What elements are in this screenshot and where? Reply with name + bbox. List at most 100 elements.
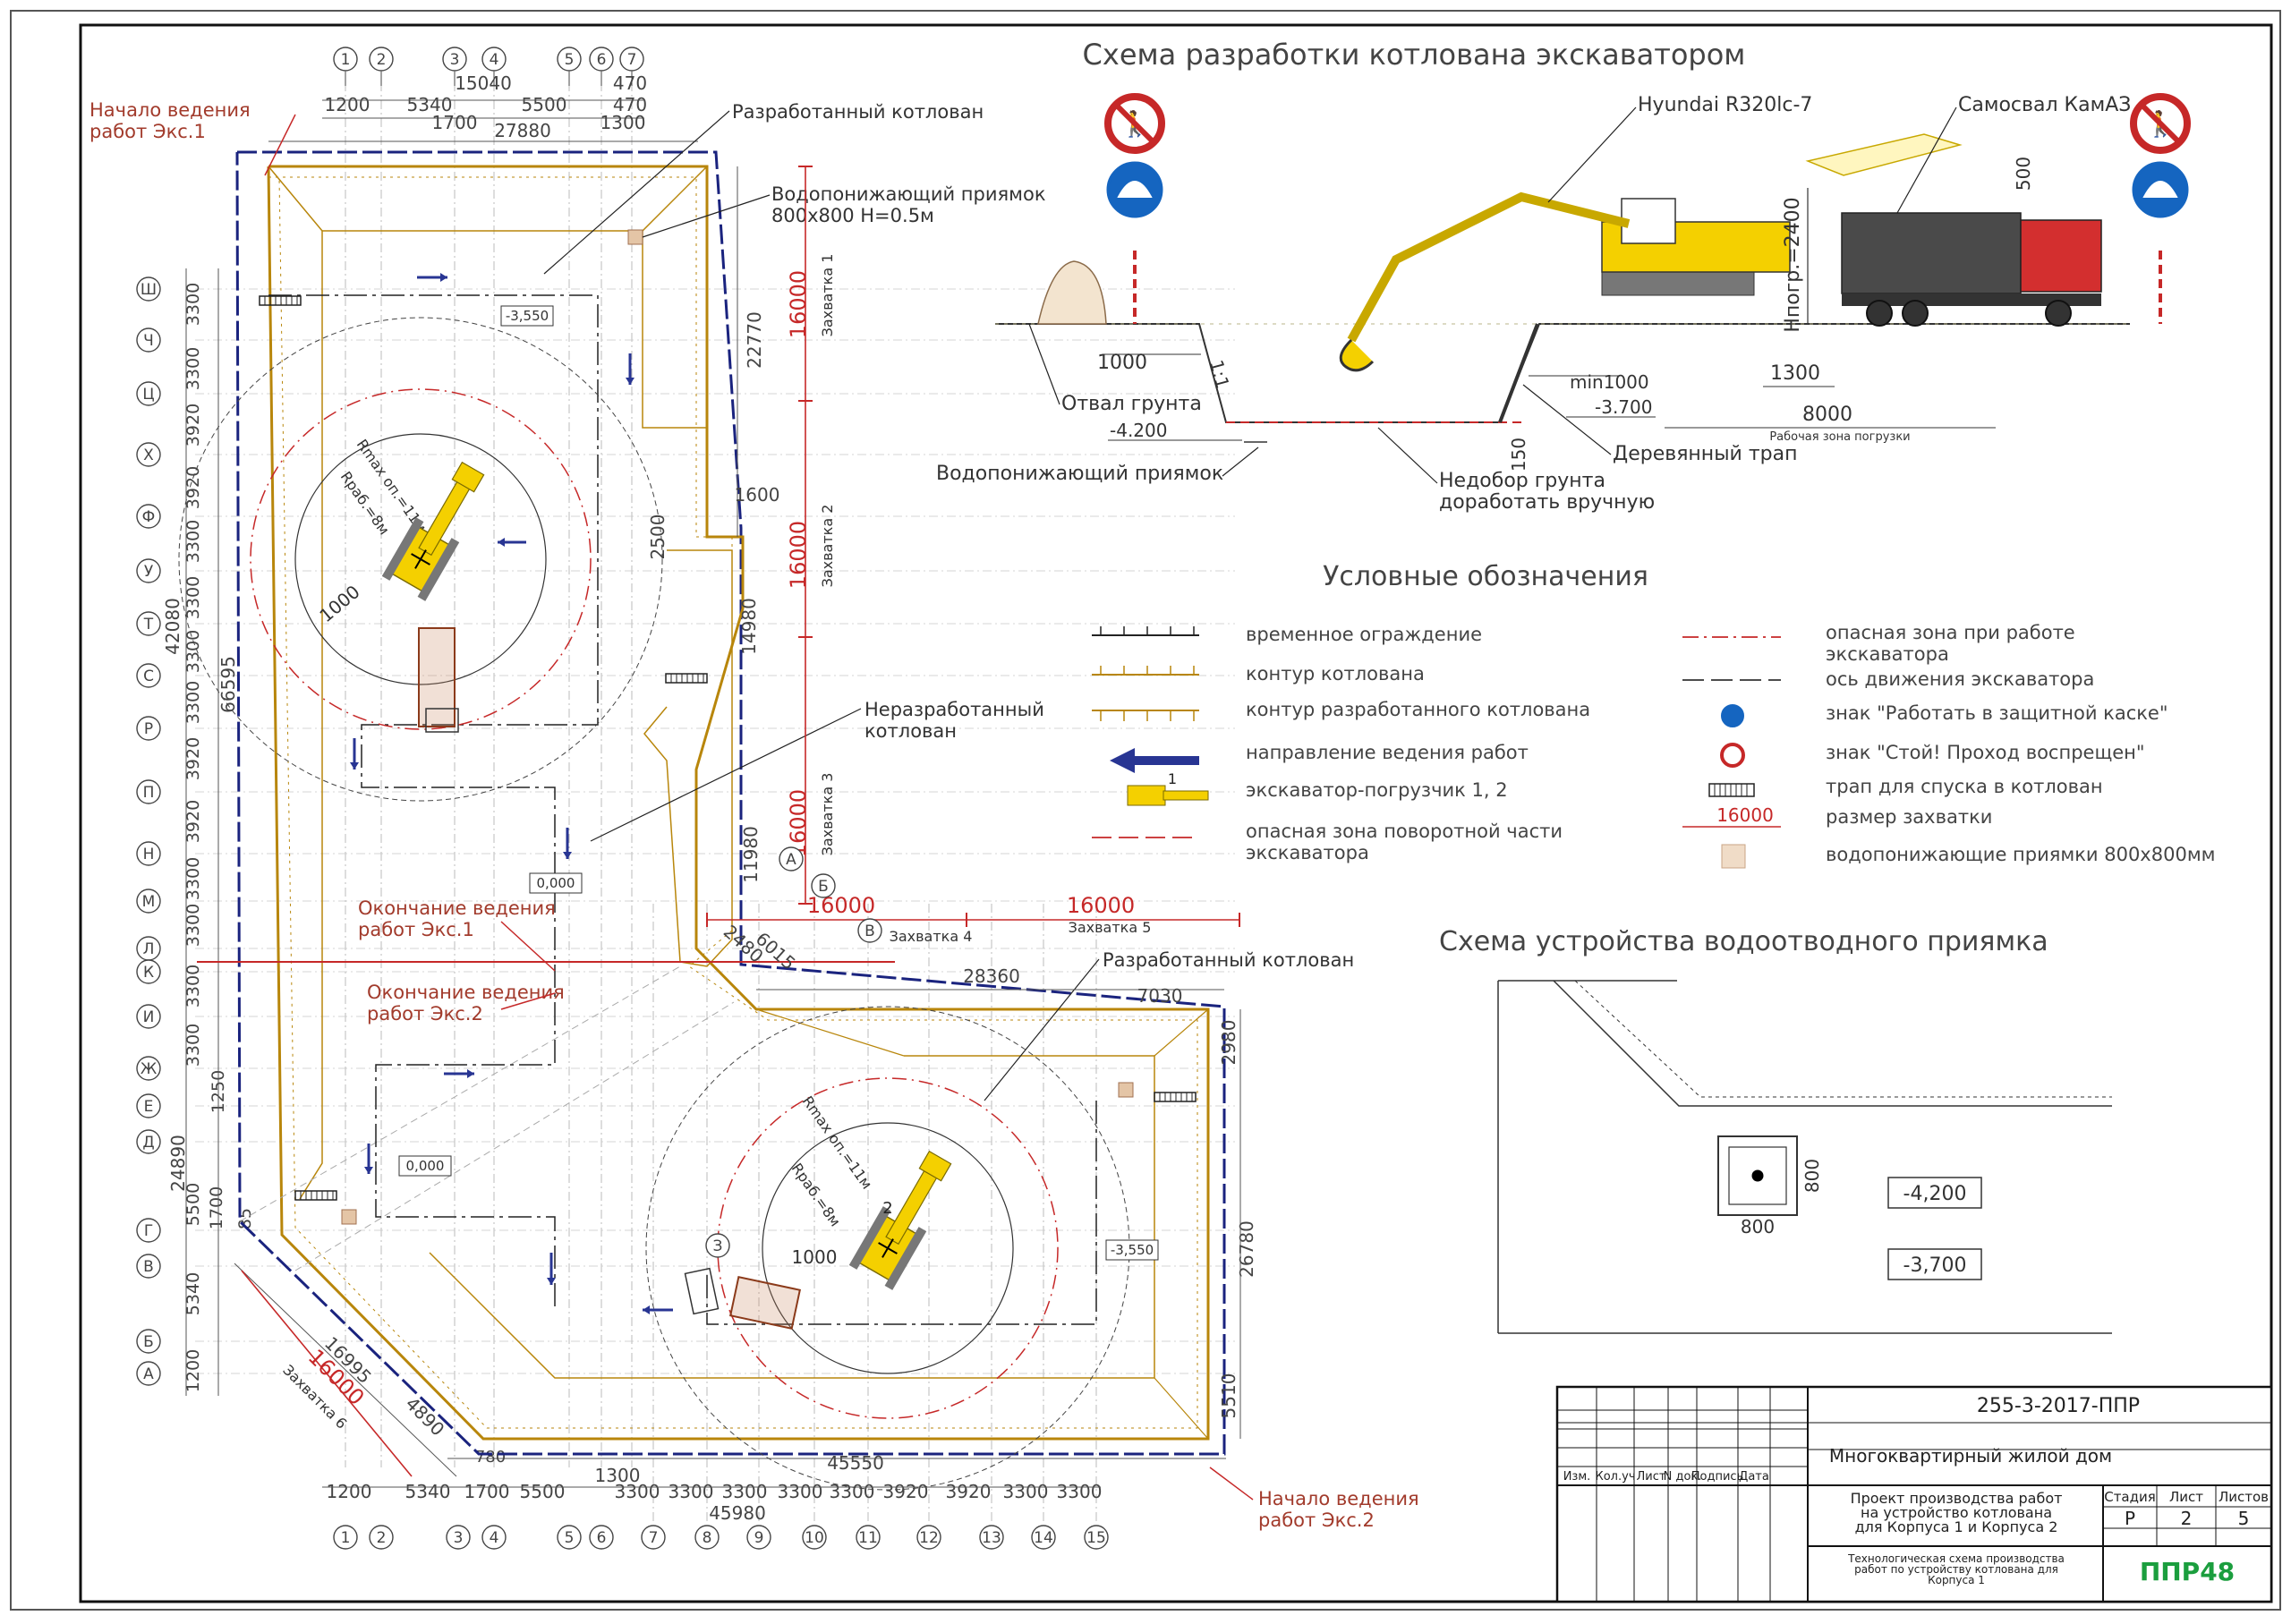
dim-28360: 28360 bbox=[963, 965, 1020, 987]
bottom-dim: 1200 bbox=[327, 1481, 372, 1502]
left-axis-Е: Е bbox=[144, 1098, 154, 1116]
bottom-dim: 1700 bbox=[464, 1481, 510, 1502]
tb-project-2: для Корпуса 1 и Корпуса 2 bbox=[1855, 1518, 2058, 1535]
left-axis-И: И bbox=[143, 1008, 155, 1026]
sym-excavator bbox=[1127, 785, 1166, 806]
leader bbox=[642, 194, 771, 238]
left-axis-В-bubble bbox=[136, 1254, 161, 1279]
end-exc2-label-0: Окончание ведения bbox=[367, 982, 565, 1003]
bottom-dim: 5340 bbox=[405, 1481, 451, 1502]
outer-frame bbox=[10, 10, 2281, 1611]
tb-sheets: 5 bbox=[2238, 1508, 2250, 1529]
bottom-axis-6: 6 bbox=[597, 1529, 607, 1547]
excavator-track bbox=[884, 1227, 927, 1290]
top-axis-6: 6 bbox=[597, 51, 607, 69]
top-axis-3: 3 bbox=[450, 51, 460, 69]
ladder-frame bbox=[294, 1190, 337, 1201]
left-axis-С: С bbox=[143, 667, 154, 685]
sump-slope-top bbox=[1553, 980, 2112, 1107]
left-axis-Р: Р bbox=[144, 720, 153, 738]
top-dim: 1700 bbox=[432, 112, 478, 133]
bottom-axis-12: 12 bbox=[919, 1529, 939, 1547]
truck-1 bbox=[418, 627, 456, 727]
left-axis-Е-bubble bbox=[136, 1093, 161, 1118]
truck-wheel bbox=[2045, 300, 2072, 327]
leader bbox=[1377, 427, 1438, 484]
dim-150: 150 bbox=[1508, 438, 1529, 472]
excavator-path-1 bbox=[268, 294, 599, 1306]
bottom-axis-12-bubble bbox=[916, 1525, 941, 1550]
arrow-head bbox=[498, 538, 505, 547]
tb-code: 255-3-2017-ППР bbox=[1977, 1395, 2140, 1417]
inner-frame bbox=[79, 23, 2273, 1603]
tb-firm-logo: ППР48 bbox=[2140, 1557, 2235, 1586]
sump-level-box-2 bbox=[1887, 1248, 1982, 1280]
left-axis-Р-bubble bbox=[136, 716, 161, 741]
dim-1300: 1300 bbox=[1770, 362, 1820, 385]
tb-sheet-label: Лист bbox=[2169, 1489, 2203, 1505]
top-axis-4: 4 bbox=[490, 51, 499, 69]
level-1: -3,550 bbox=[506, 308, 549, 324]
bottom-dim-total: 45980 bbox=[709, 1502, 766, 1524]
level-2: 0,000 bbox=[537, 875, 575, 891]
sym-zone-size: 16000 bbox=[1716, 804, 1774, 826]
bottom-axis-5-bubble bbox=[557, 1525, 582, 1550]
level-3: 0,000 bbox=[406, 1158, 445, 1174]
truck-wheel bbox=[1866, 300, 1893, 327]
sign-stop-2-slash bbox=[2140, 103, 2181, 144]
bottom-axis-10: 10 bbox=[805, 1529, 824, 1547]
arrow-head bbox=[440, 273, 447, 282]
level-3-box bbox=[398, 1155, 452, 1177]
legend-title: Условные обозначения bbox=[1323, 561, 1648, 592]
left-dim: 3920 bbox=[183, 737, 203, 780]
sump-scheme-title: Схема устройства водоотводного приямка bbox=[1439, 926, 2048, 957]
truck-1-cab bbox=[425, 708, 459, 733]
left-axis-Ф-bubble bbox=[136, 504, 161, 529]
arrow-head bbox=[350, 762, 359, 769]
left-dim: 3920 bbox=[183, 404, 203, 446]
section-title: Схема разработки котлована экскаватором bbox=[1083, 38, 1746, 72]
tb-stage: Р bbox=[2125, 1508, 2135, 1529]
leader bbox=[1547, 106, 1637, 203]
left-dim-total: 42080 bbox=[162, 598, 183, 655]
load-zone-label: Рабочая зона погрузки bbox=[1769, 430, 1910, 444]
tb-col-label: Лист bbox=[1637, 1470, 1666, 1484]
excavator-track bbox=[417, 538, 460, 601]
top-axis-3-bubble bbox=[442, 47, 467, 72]
left-dim: 3300 bbox=[183, 520, 203, 563]
truck-2-cab bbox=[684, 1267, 720, 1315]
top-dim: 5340 bbox=[407, 94, 453, 115]
sym-sump bbox=[1721, 844, 1746, 869]
exc-bucket bbox=[1339, 338, 1375, 372]
ladder-frame bbox=[665, 673, 708, 684]
legend-right-7: водопонижающие приямки 800x800мм bbox=[1826, 844, 2216, 865]
min1000-label: min1000 bbox=[1570, 371, 1649, 393]
bottom-dim: 3300 bbox=[1057, 1481, 1103, 1502]
zone-axis-В: В bbox=[864, 923, 875, 940]
excavator-2-number: 2 bbox=[882, 1199, 892, 1218]
top-dim: 5500 bbox=[522, 94, 567, 115]
arrow-head bbox=[547, 1278, 556, 1285]
left-axis-П-bubble bbox=[136, 779, 161, 804]
zone-dim-line bbox=[241, 1270, 413, 1477]
left-dim-total: 66595 bbox=[217, 656, 239, 713]
bottom-axis-2: 2 bbox=[377, 1529, 387, 1547]
sym-excavator-boom bbox=[1163, 790, 1209, 801]
tb-sheet: 2 bbox=[2181, 1508, 2193, 1529]
excavator-side bbox=[1339, 191, 1791, 372]
end-exc2-label-1: работ Экс.2 bbox=[367, 1003, 483, 1025]
undeveloped-pit-label-1: котлован bbox=[864, 720, 957, 742]
top-axis-7-bubble bbox=[619, 47, 644, 72]
ladder-3 bbox=[1154, 1092, 1197, 1102]
bottom-dim: 3300 bbox=[722, 1481, 768, 1502]
excavation-section: Схема разработки котлована экскаватором🚶… bbox=[936, 38, 2191, 514]
left-axis-М: М bbox=[142, 893, 156, 911]
dim-1000: 1000 bbox=[1097, 352, 1147, 374]
left-dim: 1700 bbox=[207, 1186, 226, 1229]
bottom-dim: 1300 bbox=[595, 1465, 641, 1486]
dim-11980: 11980 bbox=[740, 826, 762, 883]
top-dim: 470 bbox=[613, 72, 647, 94]
legend-right-6: размер захватки bbox=[1826, 806, 1992, 828]
